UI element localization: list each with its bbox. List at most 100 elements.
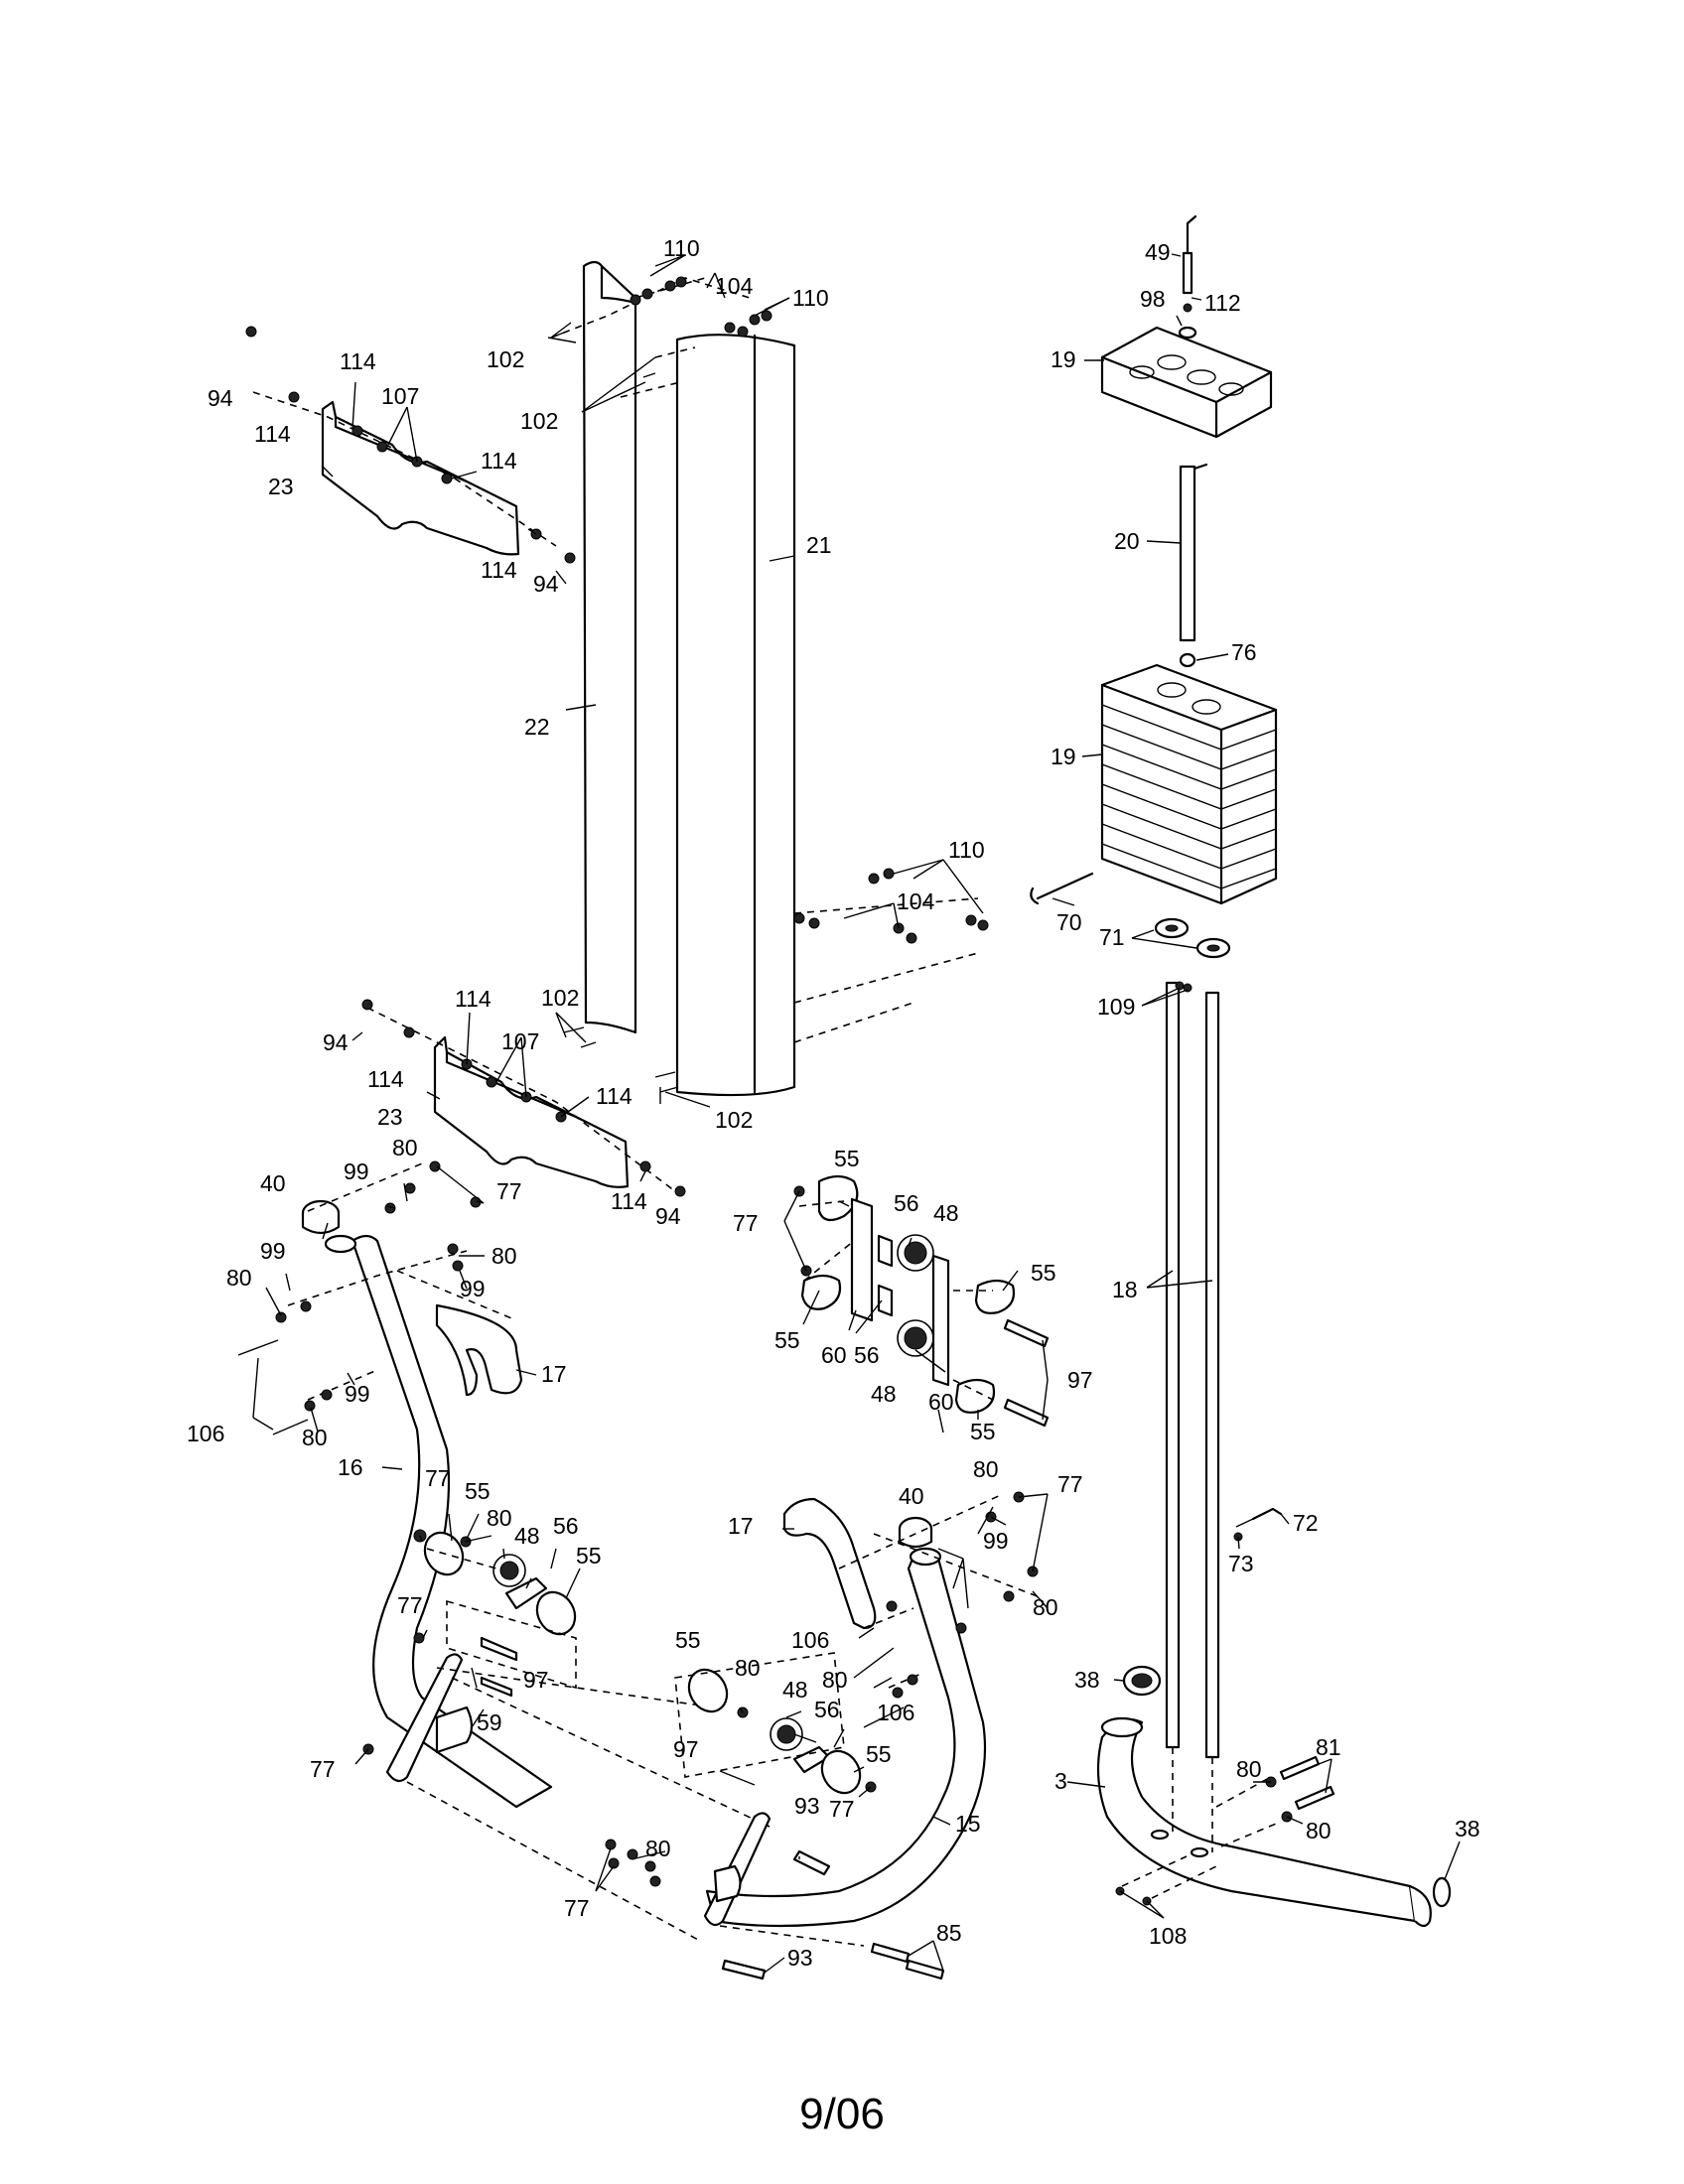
- top-plate-19: [1100, 326, 1273, 439]
- callout-c77e: 77: [310, 1756, 336, 1782]
- callout-c94a: 94: [208, 385, 233, 411]
- callout-c15: 15: [955, 1811, 981, 1837]
- handle-17-lower: [782, 1497, 877, 1630]
- callout-c85: 85: [936, 1920, 962, 1946]
- callout-c114a: 114: [340, 348, 376, 374]
- callout-c99d: 99: [345, 1381, 370, 1407]
- callout-c94b: 94: [533, 571, 559, 597]
- callout-c102b: 102: [520, 408, 558, 434]
- callout-c55c: 55: [774, 1327, 800, 1353]
- callout-c102c: 102: [541, 985, 579, 1011]
- callout-c97a: 97: [1067, 1367, 1093, 1393]
- callout-c80k: 80: [1236, 1756, 1262, 1782]
- callout-c55g: 55: [675, 1627, 701, 1653]
- callout-c102d: 102: [715, 1107, 753, 1133]
- callout-c17b: 17: [728, 1513, 754, 1539]
- base-3: [1096, 1716, 1432, 1928]
- pulley-bracket-assembly: [793, 1174, 1050, 1428]
- shroud-21: [675, 334, 796, 1097]
- cap-40-right: [898, 1516, 933, 1549]
- callout-c56d: 56: [814, 1697, 840, 1722]
- callout-c107a: 107: [381, 383, 419, 409]
- callout-c80b: 80: [491, 1243, 517, 1269]
- callout-c110c: 110: [948, 837, 985, 863]
- bolts-85-93: [719, 1925, 945, 1980]
- handle-17-upper: [435, 1303, 523, 1397]
- callout-c19b: 19: [1051, 744, 1076, 769]
- callout-c80c: 80: [226, 1265, 252, 1291]
- callout-c48a: 48: [933, 1200, 959, 1226]
- callout-c99c: 99: [460, 1276, 486, 1301]
- plate-center: [605, 1812, 831, 1927]
- callout-c108: 108: [1149, 1923, 1187, 1949]
- lower-left-dashes: [406, 1667, 771, 1942]
- bumper-38-right: [1432, 1876, 1452, 1908]
- callout-c112: 112: [1204, 290, 1241, 316]
- callout-c99b: 99: [260, 1238, 286, 1264]
- guide-rods-18: [1165, 981, 1220, 1759]
- callout-c93b: 93: [787, 1945, 813, 1971]
- callout-labels: 110 104 110 102 102 114 107 94 114 114 2…: [187, 235, 1480, 1971]
- callout-c23b: 23: [377, 1104, 403, 1130]
- pulley-assembly-center: [674, 1652, 877, 1795]
- callout-c55d: 55: [970, 1419, 996, 1444]
- callout-c81: 81: [1316, 1734, 1341, 1760]
- callout-c77d: 77: [397, 1592, 423, 1618]
- callout-c80l: 80: [1306, 1818, 1332, 1843]
- bumper-38-left: [1122, 1665, 1162, 1697]
- callout-c114g: 114: [596, 1083, 632, 1109]
- callout-c106c: 106: [877, 1700, 914, 1725]
- callout-c55a: 55: [834, 1146, 860, 1171]
- callout-c71: 71: [1099, 924, 1125, 950]
- callout-c3: 3: [1054, 1768, 1067, 1794]
- callout-c77g: 77: [829, 1796, 855, 1822]
- callout-c109: 109: [1097, 994, 1135, 1020]
- washer-98: [1178, 303, 1197, 340]
- callout-c80j: 80: [645, 1836, 671, 1861]
- callout-c114e: 114: [455, 986, 491, 1012]
- callout-c106a: 106: [187, 1421, 224, 1446]
- callout-c55h: 55: [866, 1741, 892, 1767]
- callout-c56b: 56: [854, 1342, 880, 1368]
- callout-c80d: 80: [302, 1425, 328, 1450]
- callout-c77h: 77: [564, 1895, 590, 1921]
- callout-c20: 20: [1114, 528, 1140, 554]
- callout-c114h: 114: [611, 1188, 647, 1214]
- callout-c110b: 110: [792, 285, 829, 311]
- callout-c18: 18: [1112, 1277, 1138, 1302]
- shroud-22: [582, 260, 637, 1034]
- callout-c22: 22: [524, 714, 550, 740]
- callout-c94d: 94: [655, 1203, 681, 1229]
- callout-c94c: 94: [323, 1029, 349, 1055]
- cap-40-left: [301, 1199, 341, 1235]
- callout-c114f: 114: [367, 1066, 404, 1092]
- callout-c104a: 104: [715, 273, 754, 299]
- callout-c76: 76: [1231, 639, 1257, 665]
- callout-c60a: 60: [821, 1342, 847, 1368]
- callout-c77b: 77: [733, 1210, 759, 1236]
- callout-c77c: 77: [425, 1465, 451, 1491]
- callout-c110a: 110: [663, 235, 700, 261]
- callout-c40b: 40: [899, 1483, 924, 1509]
- callout-c99e: 99: [983, 1528, 1009, 1554]
- callout-c55b: 55: [1031, 1260, 1056, 1286]
- callout-c106b: 106: [791, 1627, 829, 1653]
- callout-c59: 59: [477, 1709, 502, 1735]
- bumpers-71: [1154, 917, 1231, 959]
- callout-c98: 98: [1140, 286, 1166, 312]
- callout-c21: 21: [806, 532, 832, 558]
- callout-c99a: 99: [344, 1159, 369, 1184]
- callout-c114c: 114: [481, 448, 517, 474]
- callout-c48d: 48: [782, 1677, 808, 1703]
- callout-c38a: 38: [1074, 1667, 1100, 1693]
- callout-c56c: 56: [553, 1513, 579, 1539]
- shroud-23-upper: [245, 326, 576, 564]
- callout-c60b: 60: [928, 1389, 954, 1415]
- callout-c80h: 80: [822, 1667, 848, 1693]
- page-date: 9/06: [799, 2090, 885, 2138]
- selector-pin-49: [1182, 214, 1197, 295]
- shroud-top-hardware: [550, 276, 772, 398]
- callout-c80g: 80: [1033, 1594, 1058, 1620]
- callout-c114b: 114: [254, 421, 291, 447]
- callout-c80a: 80: [392, 1135, 418, 1160]
